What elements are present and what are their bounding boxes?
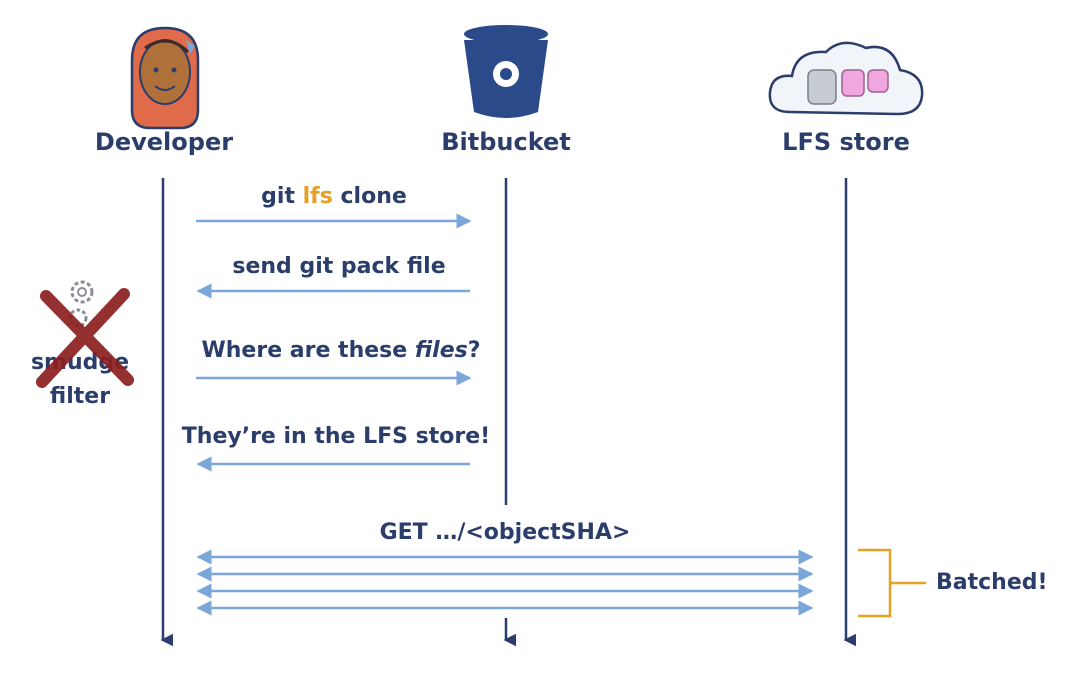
disabled-cross-icon	[36, 288, 134, 388]
batched-bracket	[858, 548, 926, 618]
message-get-object: GET …/<objectSHA>	[379, 520, 631, 545]
actor-label-bitbucket: Bitbucket	[441, 128, 571, 156]
message-git-lfs-clone: git lfs clone	[196, 184, 472, 209]
where-files-word: files	[414, 338, 468, 363]
lfs-store-cloud-icon	[768, 41, 924, 116]
message-lfs-reply: They’re in the LFS store!	[181, 424, 491, 449]
batched-label: Batched!	[936, 570, 1048, 595]
actor-label-lfs-store: LFS store	[782, 128, 910, 156]
clone-lfs-word: lfs	[302, 184, 333, 209]
message-send-pack: send git pack file	[232, 254, 446, 279]
developer-avatar-icon	[130, 26, 200, 130]
filter-line: filter	[49, 384, 111, 409]
actor-label-developer: Developer	[94, 128, 234, 156]
clone-prefix: git	[261, 184, 303, 209]
message-where-files: Where are these files?	[186, 338, 496, 363]
where-suffix: ?	[467, 338, 481, 363]
where-prefix: Where are these	[201, 338, 415, 363]
clone-suffix: clone	[332, 184, 407, 209]
bitbucket-icon	[464, 25, 548, 118]
